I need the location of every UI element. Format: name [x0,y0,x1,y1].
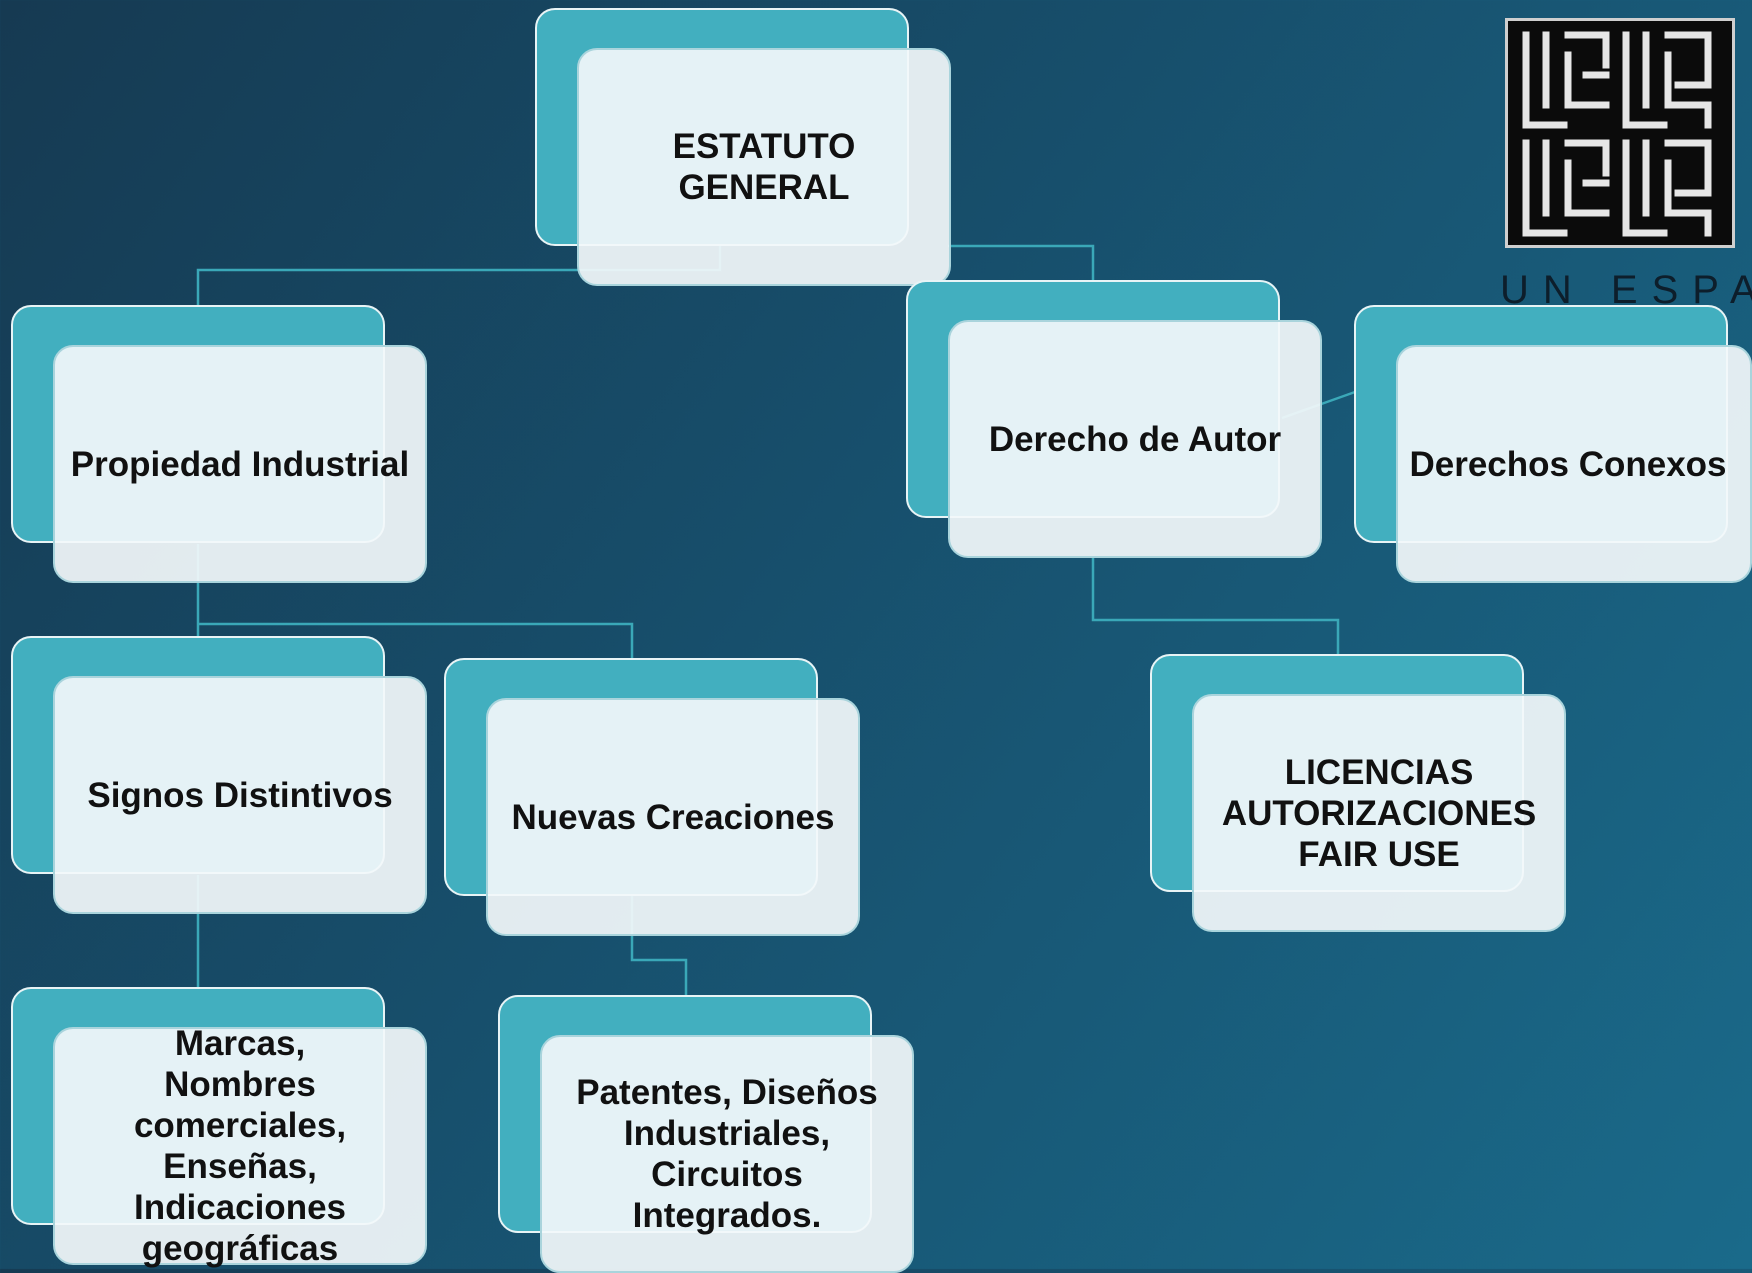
node-front-card [1192,694,1566,932]
node-label: Signos Distintivos [87,775,393,815]
node-front-card [540,1035,914,1273]
node-label: LICENCIAS AUTORIZACIONES FAIR USE [1221,752,1537,874]
node-front-card [577,48,951,286]
connector-estatuto-derecho [948,244,1095,280]
node-label: Patentes, Diseños Industriales, Circuito… [576,1073,878,1235]
node-front-card [948,320,1322,558]
logo-mark [1505,18,1735,248]
node-label: Marcas, Nombres comerciales, Enseñas, In… [133,1024,347,1268]
node-label: ESTATUTO GENERAL [672,127,856,207]
connector-derecho-licencias [1091,556,1340,654]
node-label: Derecho de Autor [988,419,1282,459]
node-front-card [53,1027,427,1265]
maze-logo-icon [1522,31,1712,237]
logo: UN ESPAC [1500,18,1752,318]
logo-tagline: UN ESPAC [1500,268,1752,312]
node-front-card [53,345,427,583]
node-front-card [53,676,427,914]
node-front-card [1396,345,1752,583]
node-front-card [486,698,860,936]
node-label: Nuevas Creaciones [511,797,835,837]
node-label: Derechos Conexos [1409,444,1727,484]
node-label: Propiedad Industrial [70,444,410,484]
connector-propiedad-nuevas [198,622,634,658]
